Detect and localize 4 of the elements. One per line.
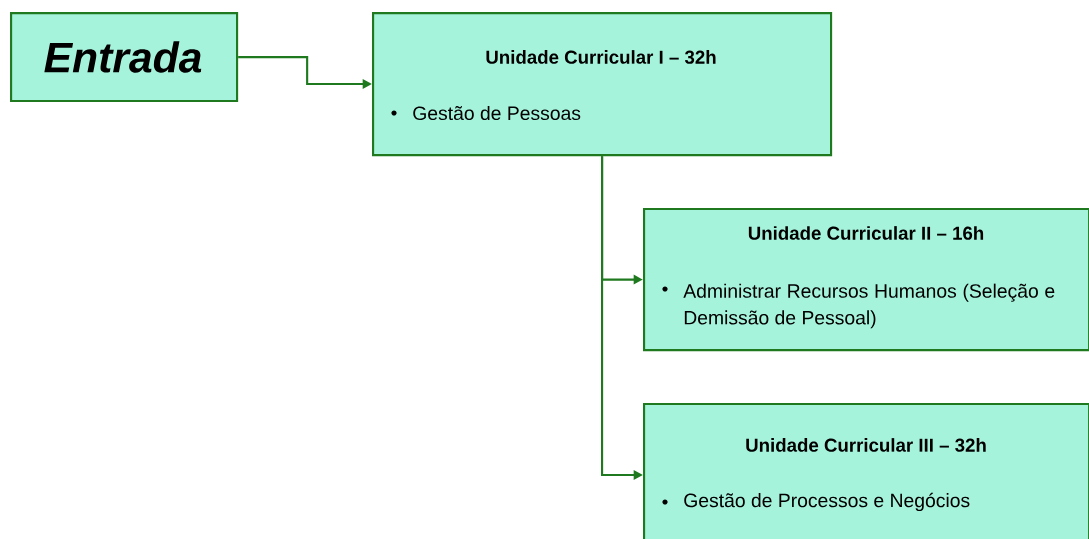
process-box: Unidade Curricular II – 16h Administrar Recursos Humanos (Seleção e Demissão de Pessoal) [643, 208, 1089, 352]
process-box: Unidade Curricular I – 32h Gestão de Pessoas [372, 12, 833, 157]
process-box: Entrada [10, 12, 239, 103]
process-box: Unidade Curricular III – 32h Gestão de Processos e Negócios [643, 403, 1089, 539]
